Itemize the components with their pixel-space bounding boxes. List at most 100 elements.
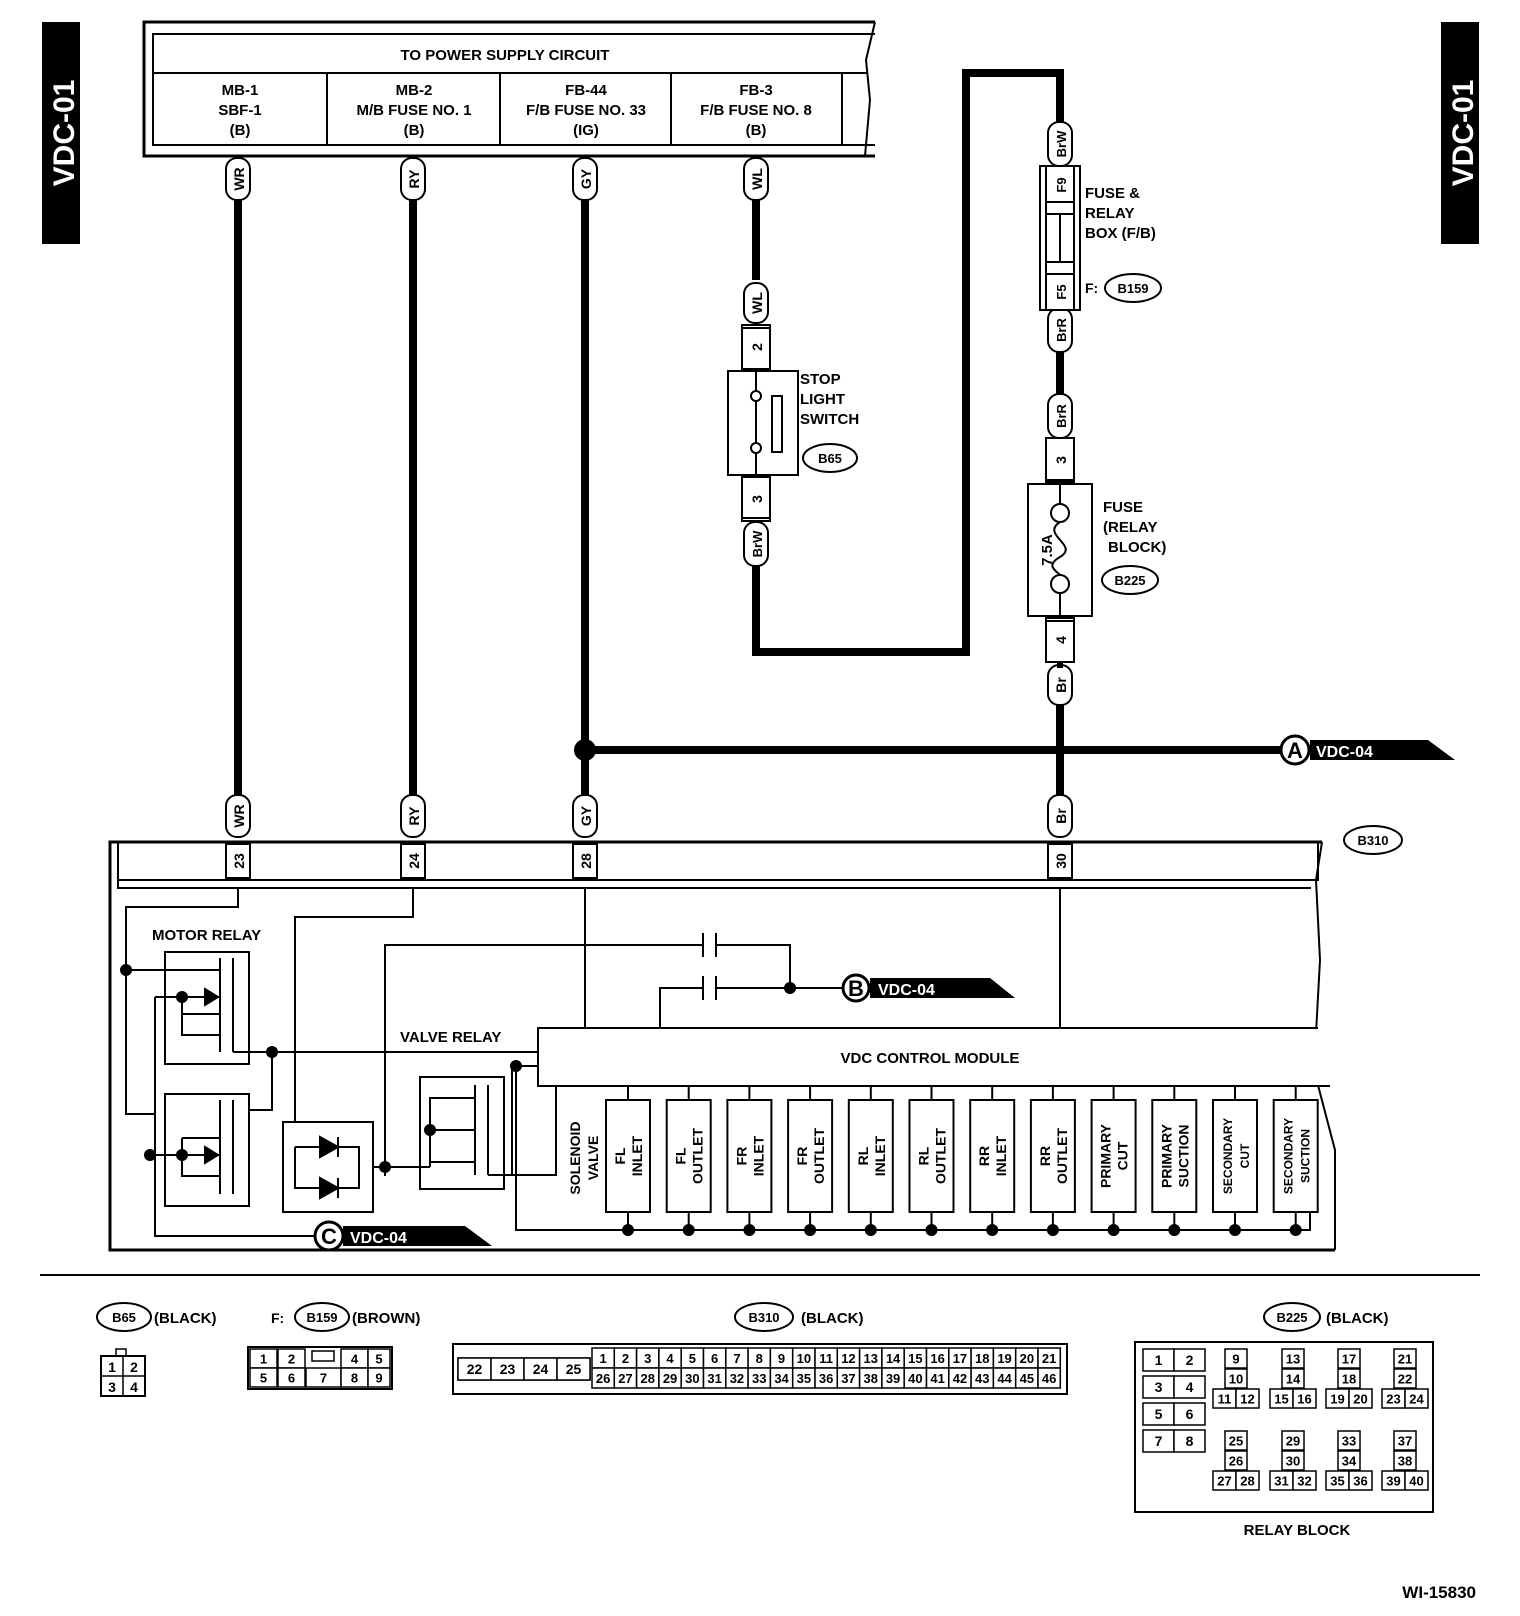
b310-pin-44: 44 [997,1371,1012,1386]
page-tag-left-text: VDC-01 [48,80,81,187]
valve-junction [925,1224,938,1236]
valve-label-line-1: FL [673,1147,689,1165]
b225-pin-14: 14 [1286,1372,1301,1387]
vdc-module-housing [108,840,1336,1252]
b225-pin-38-cell [1393,1450,1417,1471]
b225-pin-28: 28 [1240,1474,1254,1489]
valve-label-line-2: INLET [750,1135,766,1176]
cell-4-line-1: FB-3 [739,82,772,99]
b225-id: B225 [1276,1310,1307,1325]
b225-pin-36-cell [1348,1470,1373,1491]
b159-pin-6-cell [277,1367,306,1388]
b225-pin-12: 12 [1240,1392,1254,1407]
b310-pin-41: 41 [930,1371,944,1386]
b159-pin-1: 1 [260,1352,267,1367]
b159-prefix: F: [271,1310,284,1326]
cell-4-line-3: (B) [746,122,767,139]
power-supply-cell-3: FB-44 F/B FUSE NO. 33 (IG) [526,82,646,139]
b65-pin-2: 2 [130,1359,138,1375]
valve-label-line-1: RL [855,1146,871,1165]
b225-pin-22-cell [1393,1368,1417,1389]
switch-label-1: STOP [800,371,841,388]
ref-a-to-vdc04: A VDC-04 [1279,734,1455,766]
valve-box [1272,1099,1319,1213]
valve-box [1090,1099,1137,1213]
b310-pin-6: 6 [711,1351,718,1366]
b225-pin-10-cell [1224,1368,1248,1389]
wires [234,69,1285,795]
b225-pin-6: 6 [1186,1406,1194,1422]
b310-pin-4: 4 [666,1351,674,1366]
b310-pin-2: 2 [622,1351,629,1366]
b159-latch [311,1350,335,1362]
tag-brr-fuse: BrR [1054,403,1069,427]
b225-pin-32-cell [1292,1470,1317,1491]
b225-pin-34: 34 [1342,1454,1357,1469]
switch-pin-3: 3 [749,495,765,503]
valve-junction [743,1224,756,1236]
switch-label-2: LIGHT [800,391,845,408]
tag-br-bottom: Br [1053,808,1069,824]
power-supply-cell-1: MB-1 SBF-1 (B) [218,82,261,139]
b310-pin-43: 43 [975,1371,989,1386]
b310-pin-28: 28 [578,853,594,869]
b159-pin-6: 6 [288,1371,295,1386]
valve-junction [622,1224,634,1236]
fuse-rating: 7.5A [1039,534,1056,566]
b310-color: (BLACK) [801,1310,863,1327]
ref-c-letter: C [321,1224,337,1249]
b225-pin-25-cell [1224,1430,1248,1451]
b310-pin-28: 28 [641,1371,655,1386]
b225-pin-37: 37 [1398,1434,1412,1449]
b65-pin-1: 1 [108,1359,116,1375]
b310-pin-42: 42 [953,1371,967,1386]
internal-junctions [120,964,796,1173]
valve-label-line-1: RL [916,1146,932,1165]
tag-wl-switch: WL [749,292,765,314]
valve-box [787,1099,834,1213]
fuse-pin-4: 4 [1053,636,1069,644]
b310-pin-5: 5 [689,1351,696,1366]
b159-pin-9-cell [367,1367,391,1388]
b225-pin-5: 5 [1155,1406,1163,1422]
tag-brw-fb: BrW [1054,130,1069,157]
b310-pin-8: 8 [756,1351,763,1366]
b225-pin-21-cell [1393,1348,1417,1369]
valve-junction [1168,1224,1181,1236]
b310-pin-22: 22 [467,1361,483,1377]
b225-pin-28-cell [1235,1470,1260,1491]
wire-tags: WR RY GY WL WL BrW BrW BrR BrR Br WR RY … [225,121,1073,838]
valve-label-line-1: FL [612,1147,628,1165]
b225-pin-4-cell [1173,1375,1206,1399]
b65-pin-3: 3 [108,1379,116,1395]
b310-pin-14: 14 [886,1351,901,1366]
tag-brr-fb: BrR [1054,317,1069,341]
b225-pin-16: 16 [1297,1392,1311,1407]
switch-pin-2: 2 [749,343,765,351]
wire-brw [752,69,1064,656]
fuse-pin-3: 3 [1053,456,1069,464]
b225-pin-27: 27 [1217,1474,1231,1489]
valve-label-line-2: OUTLET [690,1128,706,1184]
valve-box [1151,1099,1198,1213]
power-supply-box [142,20,876,158]
b225-pin-15: 15 [1274,1392,1288,1407]
page-tag-right-text: VDC-01 [1447,80,1480,187]
b225-pin-32: 32 [1297,1474,1311,1489]
valve-junction [804,1224,817,1236]
b310-pin-21: 21 [1042,1351,1056,1366]
cell-2-line-3: (B) [404,122,425,139]
b225-pin-8: 8 [1186,1433,1194,1449]
b310-pin-26: 26 [596,1371,610,1386]
b225-pin-35: 35 [1330,1474,1344,1489]
valve-label-line-2: CUT [1115,1141,1131,1170]
tag-ry-bottom: RY [406,806,422,826]
control-module-label: VDC CONTROL MODULE [841,1050,1020,1067]
power-supply-cell-2: MB-2 M/B FUSE NO. 1 (B) [356,82,471,139]
b225-pin-33: 33 [1342,1434,1356,1449]
b310-pin-24: 24 [406,853,422,869]
b225-pin-20-cell [1348,1388,1373,1409]
